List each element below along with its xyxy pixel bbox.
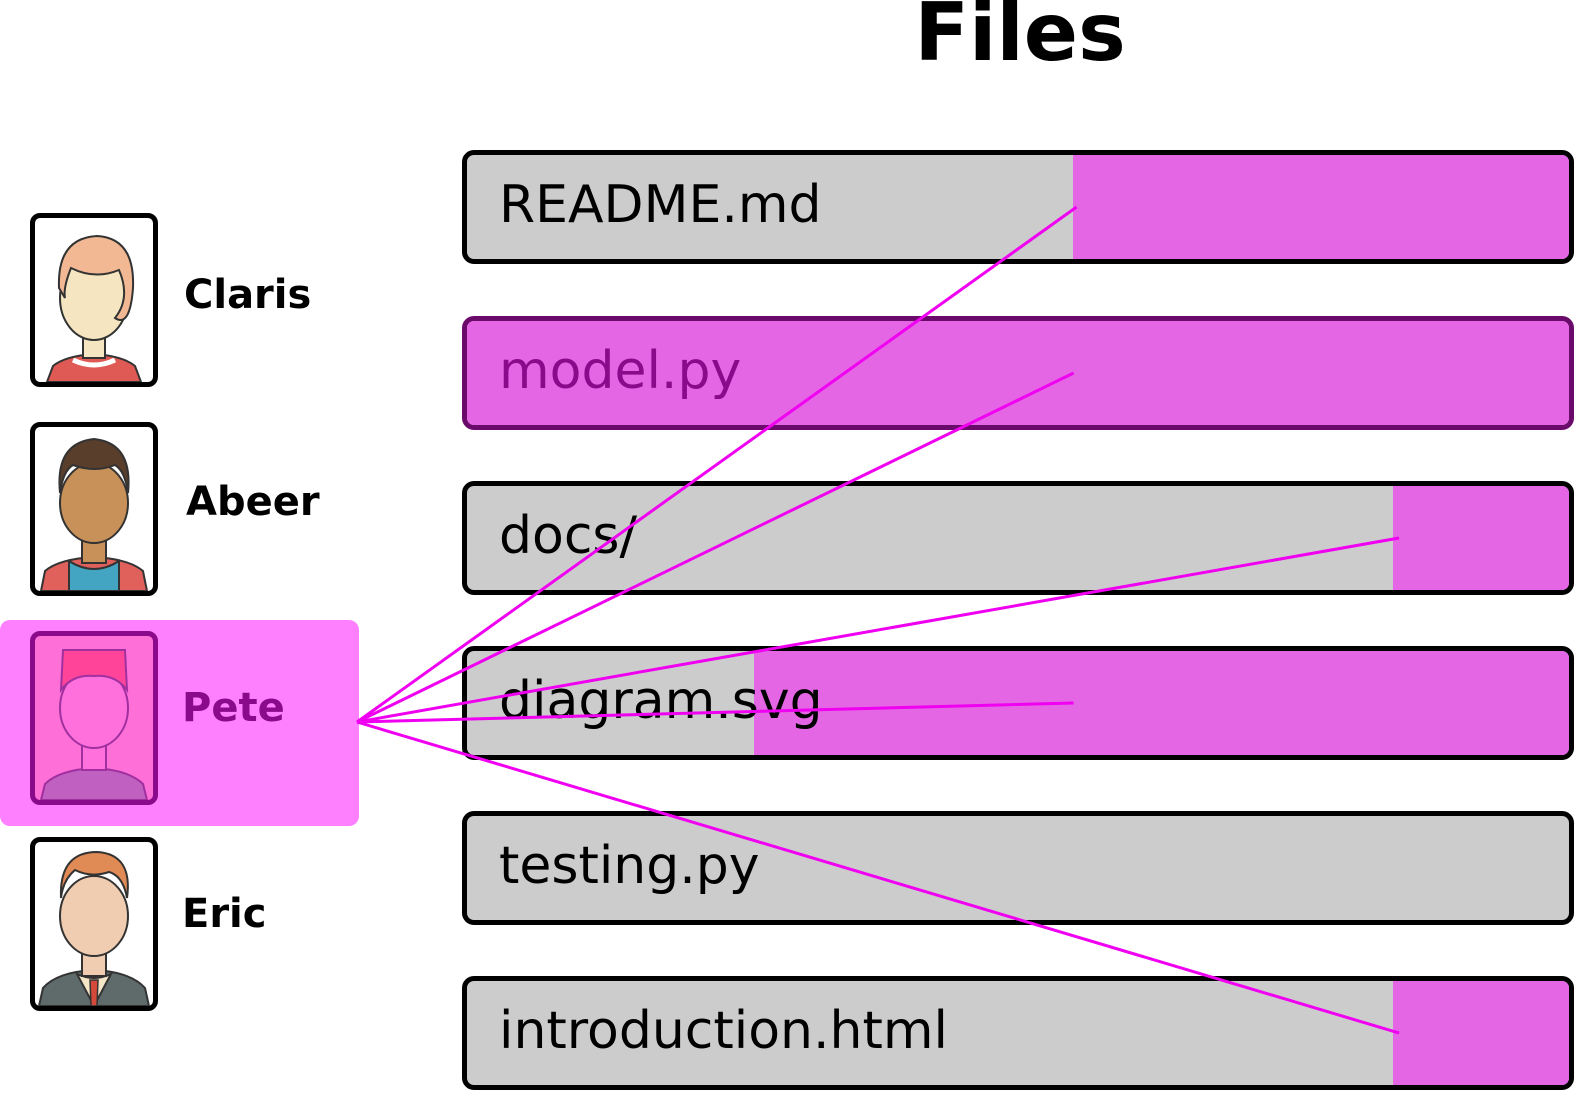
woman-avatar-icon (45, 234, 143, 382)
file-row[interactable]: docs/ (462, 481, 1574, 595)
person-name[interactable]: Pete (182, 685, 285, 731)
man-avatar-icon (39, 649, 149, 800)
man-curly-hair-avatar-icon (39, 437, 149, 591)
person-name[interactable]: Abeer (186, 479, 320, 525)
file-row[interactable]: README.md (462, 150, 1574, 264)
file-row[interactable]: diagram.svg (462, 646, 1574, 760)
file-name: introduction.html (499, 1001, 948, 1061)
access-fill (1392, 981, 1569, 1085)
avatar-abeer[interactable] (30, 422, 158, 596)
access-link-line (356, 536, 1400, 724)
access-link-line (356, 720, 1400, 1035)
access-link-line (356, 371, 1075, 724)
access-link-line (356, 701, 1074, 724)
access-fill (1073, 155, 1569, 259)
access-fill (1392, 486, 1569, 590)
access-link-line (356, 205, 1078, 724)
file-name: docs/ (499, 506, 638, 566)
avatar-pete[interactable] (30, 631, 158, 805)
person-name[interactable]: Eric (182, 891, 267, 937)
access-fill (753, 651, 1569, 755)
file-name: diagram.svg (499, 671, 823, 731)
file-row[interactable]: model.py (462, 316, 1574, 430)
avatar-eric[interactable] (30, 837, 158, 1011)
avatar-claris[interactable] (30, 213, 158, 387)
file-row[interactable]: introduction.html (462, 976, 1574, 1090)
access-fill (467, 321, 1569, 425)
file-row[interactable]: testing.py (462, 811, 1574, 925)
file-name: model.py (499, 341, 742, 401)
file-name: README.md (499, 175, 822, 235)
businessman-avatar-icon (37, 850, 151, 1006)
person-name[interactable]: Claris (184, 272, 312, 318)
page-title: Files (914, 0, 1126, 79)
file-name: testing.py (499, 836, 760, 896)
